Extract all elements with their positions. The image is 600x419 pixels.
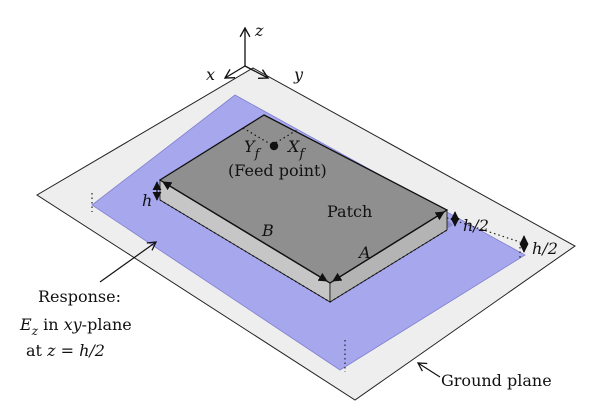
feed-point-dot [269, 141, 279, 151]
ground-plane-label: Ground plane [441, 371, 552, 390]
response-title: Response: [38, 287, 121, 306]
y-axis [244, 65, 270, 79]
feed-guide-y [242, 127, 273, 146]
y-axis-label: y [293, 65, 304, 84]
response-height: at z = h/2 [26, 341, 105, 360]
x-axis-label: x [206, 65, 215, 84]
h-label: h [142, 191, 152, 210]
ground-leader-arrow [416, 362, 441, 378]
response-field: Ez in xy-plane [19, 315, 132, 338]
half-h-label-1: h/2 [463, 216, 489, 235]
feed-point-caption: (Feed point) [228, 161, 327, 180]
dimension-arrow-a [332, 211, 445, 282]
x-axis [223, 65, 246, 79]
dimension-arrow-b [162, 181, 328, 282]
side-b-label: B [261, 221, 274, 240]
response-leader-arrow [99, 241, 158, 283]
feed-x-label: Xf [286, 137, 306, 162]
side-a-label: A [357, 243, 371, 262]
feed-y-label: Yf [244, 137, 262, 162]
z-axis-label: z [254, 21, 264, 40]
projection-line-corner [446, 217, 521, 243]
patch-label: Patch [327, 202, 372, 221]
half-h-label-2: h/2 [532, 239, 558, 258]
